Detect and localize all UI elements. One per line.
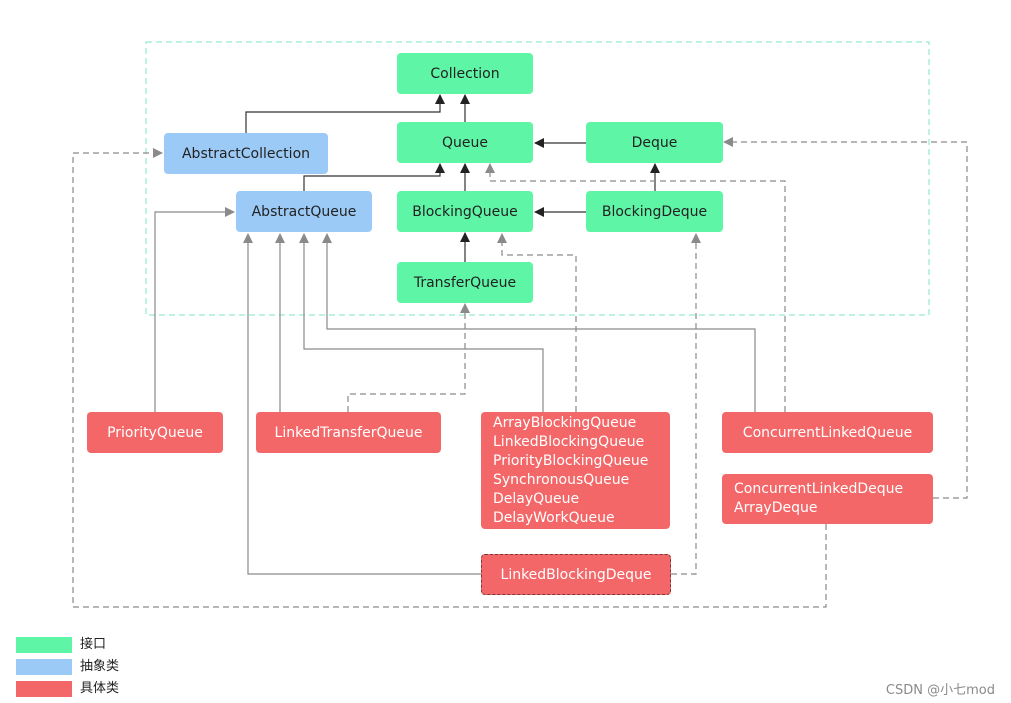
priorityqueue-to-abstractqueue [154, 207, 235, 412]
blocking-queue-node: BlockingQueue [397, 191, 533, 232]
class-name: ConcurrentLinkedDeque [734, 481, 904, 497]
priority-queue-node: PriorityQueue [87, 412, 223, 453]
linkedtransferqueue-to-transferqueue [347, 303, 470, 412]
watermark: CSDN @小七mod [885, 683, 995, 698]
collection-node: Collection [397, 53, 533, 94]
class-name: LinkedBlockingQueue [493, 433, 645, 450]
legend-swatch-concrete [16, 681, 72, 697]
abstract-collection-node: AbstractCollection [164, 133, 328, 174]
concurrent-linked-queue-node: ConcurrentLinkedQueue [722, 412, 933, 453]
linked-blocking-deque-node: LinkedBlockingDeque [481, 554, 671, 595]
legend-label-concrete: 具体类 [80, 681, 120, 696]
legend-swatch-abstract [16, 659, 72, 675]
abstractqueue-to-queue [303, 163, 445, 191]
class-name: ArrayDeque [734, 500, 818, 516]
legend-swatch-interface [16, 637, 72, 653]
linkedblockingdeque-to-abstractqueue [243, 233, 482, 575]
class-name: DelayQueue [493, 490, 580, 507]
class-name: PriorityBlockingQueue [493, 452, 649, 469]
linked-transfer-queue-node: LinkedTransferQueue [256, 412, 441, 453]
concurrentlinkedqueue-to-queue [485, 163, 786, 412]
class-name: SynchronousQueue [493, 471, 630, 488]
linkedblockingdeque-to-blockingdeque [671, 233, 701, 575]
dequeimpls-to-deque [723, 137, 968, 499]
deque-impls-node: ConcurrentLinkedDeque ArrayDeque [722, 474, 933, 524]
deque-node: Deque [586, 122, 723, 163]
concurrentlinkedqueue-to-abstractqueue [322, 233, 756, 412]
queue-node: Queue [397, 122, 533, 163]
blockingimpls-to-abstractqueue [299, 233, 544, 412]
class-name: ArrayBlockingQueue [493, 414, 637, 431]
dequeimpls-to-abstractcollection [72, 148, 827, 608]
abstractcollection-to-collection [245, 94, 445, 133]
class-name: DelayWorkQueue [493, 509, 615, 526]
legend-label-interface: 接口 [80, 637, 107, 652]
blocking-impls-node: ArrayBlockingQueue LinkedBlockingQueue P… [481, 412, 670, 529]
legend-label-abstract: 抽象类 [80, 659, 120, 674]
blocking-deque-node: BlockingDeque [586, 191, 723, 232]
abstract-queue-node: AbstractQueue [236, 191, 372, 232]
transfer-queue-node: TransferQueue [397, 262, 533, 303]
blockingimpls-to-blockingqueue [497, 233, 577, 412]
interface-region [145, 41, 930, 316]
